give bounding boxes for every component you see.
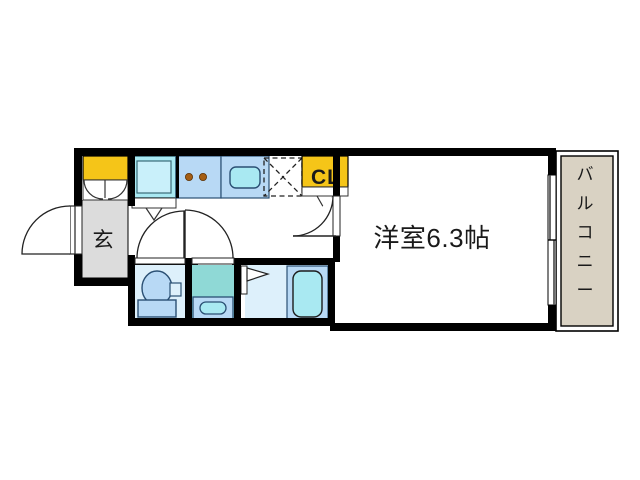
wall-bath-room [328, 258, 335, 326]
closet-body [301, 155, 349, 188]
wall-entrance-right-lower [128, 255, 135, 326]
refrigerator-x-2 [263, 157, 303, 197]
wall-wet-top-right [232, 258, 334, 265]
bathtub-basin [292, 270, 323, 318]
wall-kitchen-divider [176, 156, 179, 198]
wall-washroom-bath [234, 258, 241, 326]
bath-entry-frame [191, 257, 235, 265]
washroom-door-frame [131, 197, 177, 209]
toilet-base [137, 299, 177, 318]
balcony-label-char-1: ル [577, 194, 594, 213]
shoe-cabinet-door-arc-left [83, 179, 104, 200]
entrance-door [21, 205, 83, 255]
shoe-cabinet-door-arc-right [107, 179, 128, 200]
balcony-sliding-door [547, 174, 557, 306]
vanity-basin [199, 301, 227, 315]
bath-entry-arc [184, 209, 234, 259]
vanity-sink [192, 296, 234, 320]
washroom-entry-arc [136, 210, 185, 259]
wall-entrance-bottom [74, 278, 128, 286]
shoe-cabinet-doors [82, 179, 129, 201]
bathroom-door-leaf [240, 265, 248, 295]
stove-burner-2 [198, 172, 207, 181]
washing-machine-inner [136, 160, 172, 194]
toilet-fixture [137, 270, 182, 318]
washroom-entry-door [134, 210, 186, 265]
balcony-label-char-4: ー [577, 281, 594, 300]
refrigerator-space [263, 157, 303, 197]
washing-machine-space [131, 155, 177, 199]
main-room-door-opening [332, 195, 341, 237]
closet-door-frame [301, 186, 349, 197]
stove-burner-1 [184, 172, 193, 181]
wall-entrance-right-upper [128, 156, 135, 206]
toilet-tank [169, 282, 182, 297]
refrigerator-outline [263, 157, 303, 197]
balcony-floor [560, 155, 614, 327]
main-room-floor [340, 155, 554, 325]
bathtub [286, 265, 329, 323]
entrance-label: 玄 [93, 229, 114, 252]
shoe-cabinet-body [82, 155, 129, 181]
wall-top [74, 148, 556, 156]
kitchen-counter [175, 155, 270, 199]
closet-label: CL [311, 166, 341, 189]
main-room-door [292, 195, 341, 237]
balcony-area: バ ル コ ニ ー [555, 150, 619, 332]
main-room-label: 洋室6.3帖 [373, 223, 490, 253]
washroom-door-v [145, 207, 163, 222]
shoe-cabinet [82, 155, 129, 181]
washroom-entry-frame [134, 257, 186, 265]
bath-entry-door [184, 209, 235, 265]
entrance-door-leaf [69, 205, 76, 255]
entrance-door-swing [21, 205, 71, 255]
balcony-label-char-2: コ [577, 223, 594, 242]
kitchen-sink-basin [229, 166, 261, 189]
closet-block: CL [301, 155, 349, 212]
wall-corridor-room-upper [333, 156, 340, 196]
wall-room-bottom [330, 323, 556, 331]
wall-toilet-washroom [185, 258, 192, 326]
balcony-label-char-0: バ [577, 165, 594, 184]
wall-wet-bottom [128, 318, 334, 326]
kitchen-stove-area [175, 155, 222, 199]
wall-corridor-room-lower [333, 236, 340, 262]
balcony-label-char-3: ニ [577, 252, 594, 271]
bathroom-door-arrow [246, 267, 271, 282]
